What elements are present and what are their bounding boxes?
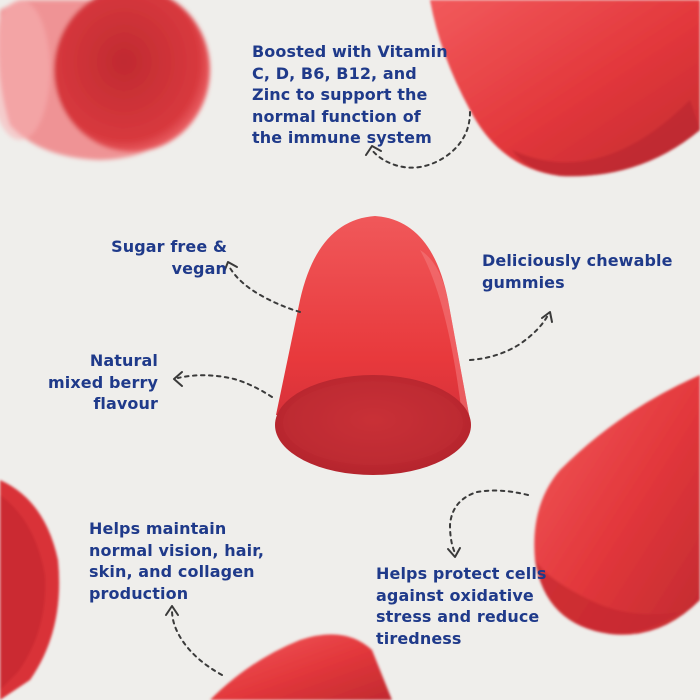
benefit-sugar-free-vegan: Sugar free & vegan <box>111 237 227 278</box>
benefit-cell-protection: Helps protect cells against oxidative st… <box>376 564 547 648</box>
gummy-bottom-left <box>0 480 60 700</box>
gummy-top-left <box>0 0 210 160</box>
benefit-berry-flavour: Natural mixed berry flavour <box>48 351 158 413</box>
benefit-chewable: Deliciously chewable gummies <box>482 251 673 292</box>
arrow-immune <box>371 111 471 169</box>
gummy-right-middle <box>534 375 700 635</box>
gummy-center <box>275 216 471 475</box>
arrow-chewable <box>469 314 549 361</box>
arrow-sugar <box>229 267 301 313</box>
gummy-top-right <box>430 0 700 177</box>
benefit-vision-hair-skin: Helps maintain normal vision, hair, skin… <box>89 519 265 603</box>
callout-arrows <box>171 111 549 676</box>
arrow-vision <box>171 609 223 676</box>
arrow-heads <box>165 145 553 616</box>
arrow-berry <box>177 374 273 398</box>
gummy-bottom-center <box>210 634 392 700</box>
arrow-cells <box>448 489 529 554</box>
benefit-immune-support: Boosted with Vitamin C, D, B6, B12, and … <box>252 42 448 147</box>
